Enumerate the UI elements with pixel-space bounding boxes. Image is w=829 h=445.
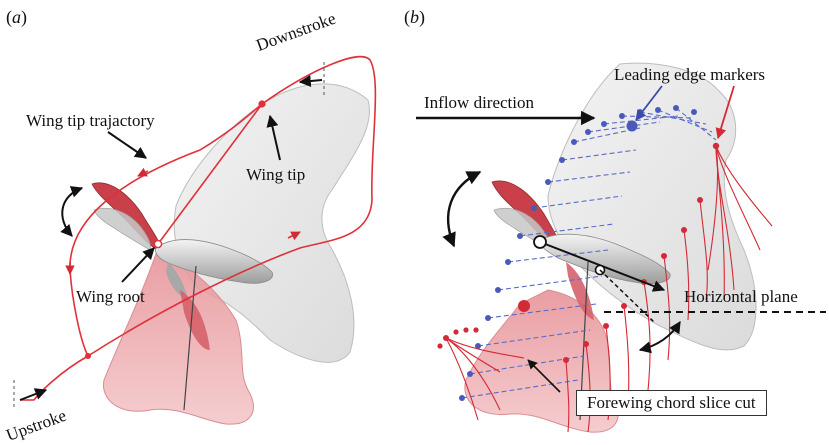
panel-label-a: (a) (6, 7, 27, 27)
panel-label-b: (b) (404, 7, 425, 27)
inflow-direction-label: Inflow direction (424, 93, 534, 112)
wing-root-marker-b (533, 235, 547, 249)
leading-edge-blue-arrow (635, 85, 663, 121)
forewing-b (547, 62, 757, 351)
forewing-chord-slice-cut-label: Forewing chord slice cut (576, 390, 767, 416)
wing-tip-label: Wing tip (246, 165, 306, 184)
insect-body-a (155, 239, 274, 284)
wing-tip-trajectory-label: Wing tip trajactory (26, 111, 155, 130)
leading-edge-red-arrow (715, 85, 735, 140)
chord-slice-lines (461, 107, 717, 399)
leading-edge-markers-label: Leading edge markers (614, 65, 766, 84)
horizontal-plane-label: Horizontal plane (684, 287, 798, 306)
panel-b (416, 62, 826, 433)
panel-a (13, 55, 377, 425)
upstroke-arrow (19, 388, 48, 401)
hindwing-a (103, 247, 254, 425)
wing-tip-trajectory-arrow (107, 131, 147, 159)
wing-tip-arrow (266, 114, 281, 161)
flapping-double-arrow-a (60, 186, 84, 237)
trailing-edge-marker-dots (437, 142, 720, 363)
wing-root-marker (153, 239, 163, 249)
wing-root-label: Wing root (76, 287, 145, 306)
downstroke-arrow (298, 75, 323, 87)
wing-root-arrow (121, 247, 155, 283)
wing-tip-marker (258, 100, 266, 108)
flapping-double-arrow-b (442, 170, 482, 248)
